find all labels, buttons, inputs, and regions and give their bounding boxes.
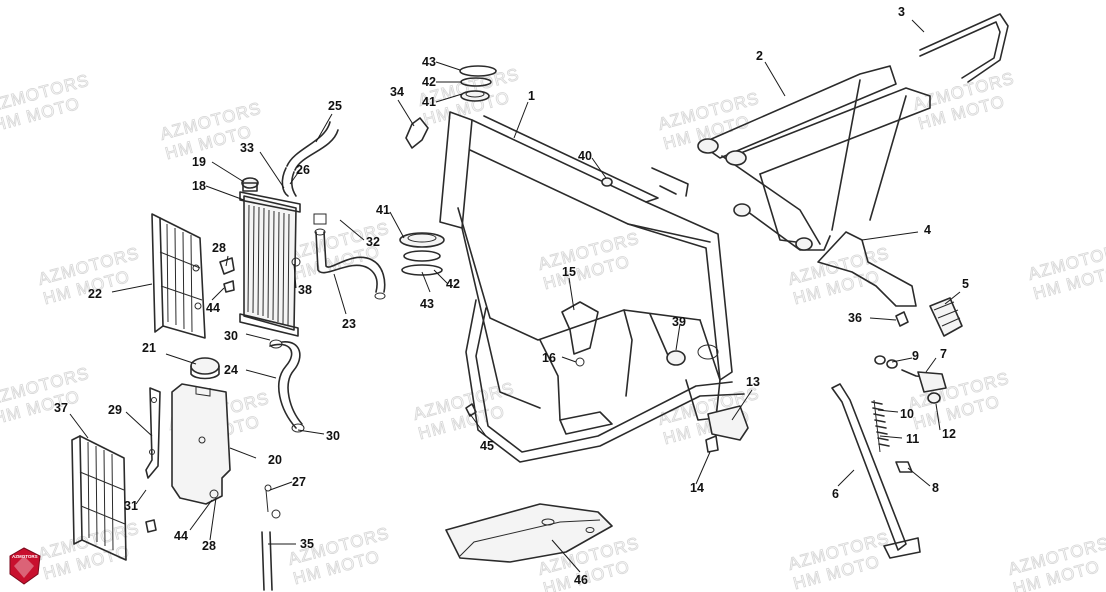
callout-6: 6 [832, 487, 839, 501]
callout-37: 37 [54, 401, 68, 415]
callout-19: 19 [192, 155, 206, 169]
callout-22: 22 [88, 287, 102, 301]
callout-44-lower: 44 [174, 529, 188, 543]
callout-4: 4 [924, 223, 931, 237]
callout-3: 3 [898, 5, 905, 19]
callout-9: 9 [912, 349, 919, 363]
callout-31: 31 [124, 499, 138, 513]
azmotors-logo: AZMOTORS [9, 547, 41, 585]
callout-34: 34 [390, 85, 404, 99]
radiator [239, 177, 301, 337]
frame-nut-40 [601, 177, 613, 187]
bolt-8 [895, 461, 913, 473]
upper-radiator-hose [281, 121, 339, 197]
bolt-45 [465, 403, 477, 417]
callout-26: 26 [296, 163, 310, 177]
callout-14: 14 [690, 481, 704, 495]
footpeg-bracket [817, 231, 917, 307]
stand-pivot-hardware [874, 355, 947, 404]
callout-21: 21 [142, 341, 156, 355]
callout-16: 16 [542, 351, 556, 365]
lower-radiator-hose [313, 213, 386, 300]
footrest-bracket [561, 301, 599, 367]
callout-23: 23 [342, 317, 356, 331]
callout-10: 10 [900, 407, 914, 421]
callout-32: 32 [366, 235, 380, 249]
callout-36: 36 [848, 311, 862, 325]
side-stand [831, 383, 921, 559]
callout-20: 20 [268, 453, 282, 467]
callout-41-upper: 41 [422, 95, 436, 109]
hose-clamp-and-tube [261, 484, 281, 591]
sidestand-bracket [705, 405, 749, 453]
footpeg [929, 297, 963, 337]
callout-30-lower: 30 [326, 429, 340, 443]
callout-13: 13 [746, 375, 760, 389]
subframe [697, 65, 931, 251]
callout-2: 2 [756, 49, 763, 63]
callout-18: 18 [192, 179, 206, 193]
callout-30-upper: 30 [224, 329, 238, 343]
callout-8: 8 [932, 481, 939, 495]
screw-lower-left [145, 519, 157, 533]
callout-39: 39 [672, 315, 686, 329]
callout-labels: 1 2 3 4 5 6 7 8 9 10 11 12 13 14 15 16 1… [54, 5, 969, 587]
callout-28-upper: 28 [212, 241, 226, 255]
overflow-hose [269, 339, 305, 433]
leader-lines [69, 19, 961, 573]
callout-1: 1 [528, 89, 535, 103]
main-frame [439, 111, 745, 463]
callout-42-lower: 42 [446, 277, 460, 291]
stand-spring [871, 399, 890, 453]
callout-15: 15 [562, 265, 576, 279]
callout-41-lower: 41 [376, 203, 390, 217]
expansion-tank [171, 357, 231, 505]
callout-29: 29 [108, 403, 122, 417]
callout-45: 45 [480, 439, 494, 453]
callout-44-upper: 44 [206, 301, 220, 315]
callout-42-upper: 42 [422, 75, 436, 89]
callout-12: 12 [942, 427, 956, 441]
callout-38: 38 [298, 283, 312, 297]
callout-35: 35 [300, 537, 314, 551]
callout-7: 7 [940, 347, 947, 361]
grab-handle [919, 13, 1009, 83]
callout-43-upper: 43 [422, 55, 436, 69]
callout-33: 33 [240, 141, 254, 155]
callout-46: 46 [574, 573, 588, 587]
callout-40: 40 [578, 149, 592, 163]
callout-11: 11 [906, 432, 919, 446]
callout-43-lower: 43 [420, 297, 434, 311]
callout-5: 5 [962, 277, 969, 291]
logo-text: AZMOTORS [12, 554, 38, 559]
clip-and-screw-upper [219, 257, 235, 293]
callout-24: 24 [224, 363, 238, 377]
callout-28-lower: 28 [202, 539, 216, 553]
tank-bracket [145, 387, 161, 479]
bolt-36 [895, 311, 909, 327]
radiator-shroud-upper [151, 213, 206, 339]
steering-bearing-bottom [399, 232, 445, 276]
callout-27: 27 [292, 475, 306, 489]
radiator-shroud-lower [71, 435, 127, 561]
skid-plate [445, 503, 613, 563]
callout-25: 25 [328, 99, 342, 113]
